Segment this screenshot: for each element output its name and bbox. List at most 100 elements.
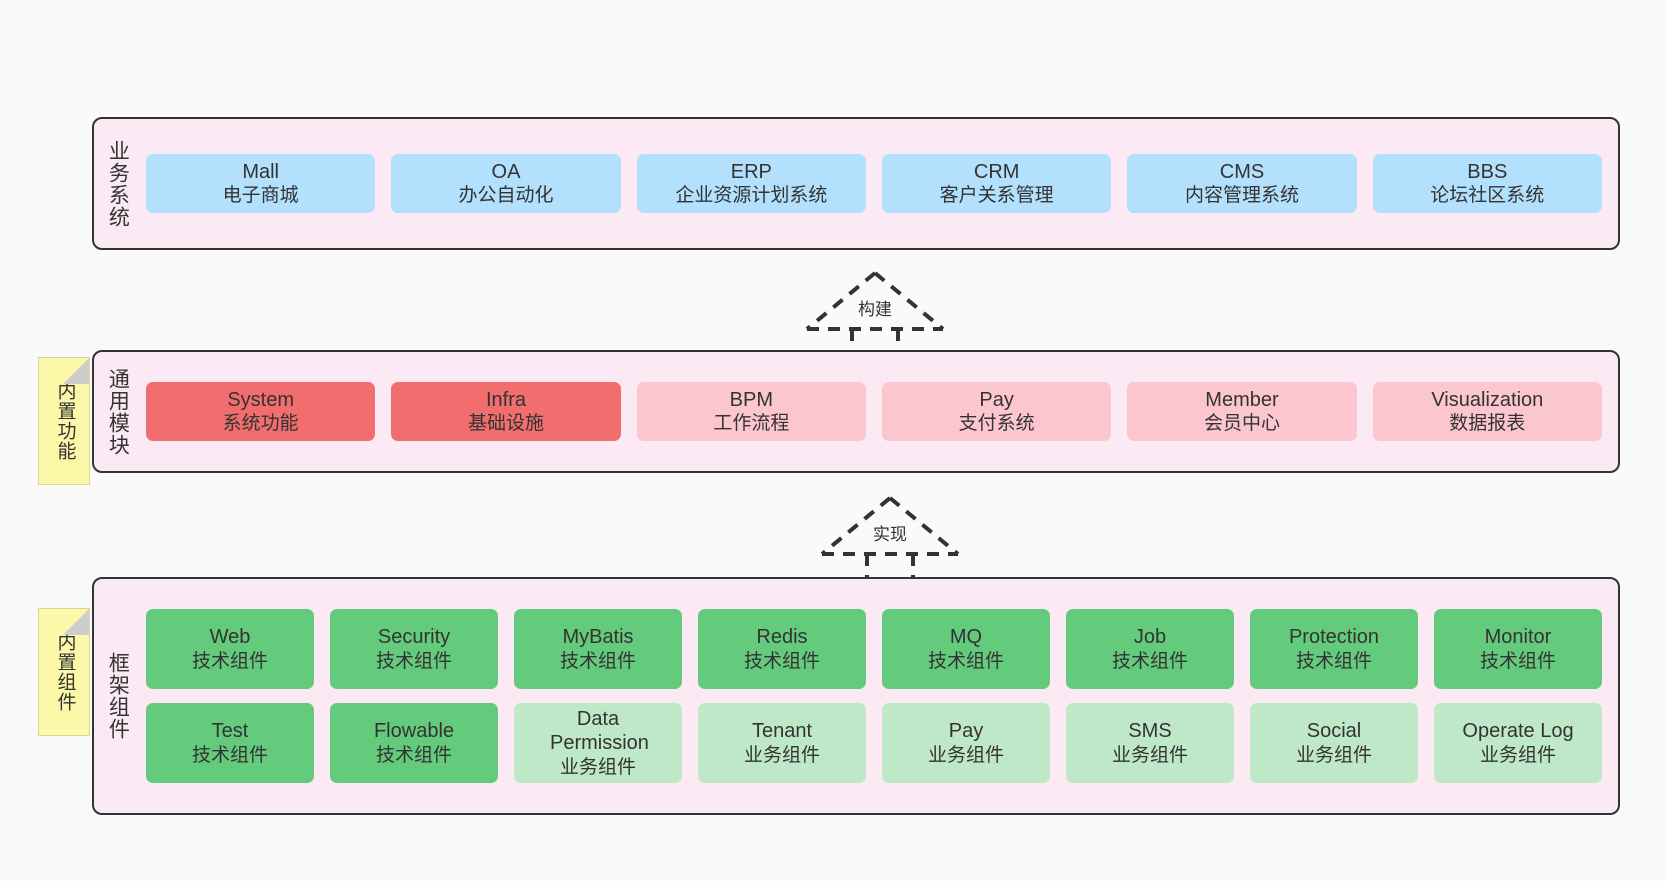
- node-mall[interactable]: Mall 电子商城: [146, 153, 376, 214]
- node-title-en: Visualization: [1431, 388, 1544, 411]
- node-title-en: SMS: [1128, 720, 1172, 743]
- node-system[interactable]: System 系统功能: [146, 381, 376, 442]
- node-title-en: Protection: [1288, 626, 1380, 649]
- node-title-en: Member: [1205, 388, 1279, 411]
- node-data-permission[interactable]: Data Permission 业务组件: [514, 703, 682, 783]
- node-row: Test 技术组件 Flowable 技术组件 Data Permission …: [146, 703, 1602, 783]
- node-pay-component[interactable]: Pay 业务组件: [882, 703, 1050, 783]
- node-title-cn: 技术组件: [1479, 650, 1556, 672]
- node-title-en: CRM: [973, 160, 1020, 183]
- node-title-cn: 工作流程: [713, 413, 790, 435]
- node-title-cn: 技术组件: [375, 650, 452, 672]
- node-job[interactable]: Job 技术组件: [1066, 609, 1234, 689]
- node-title-cn: 技术组件: [1295, 650, 1372, 672]
- arrow-head-triangle: [805, 271, 945, 331]
- node-protection[interactable]: Protection 技术组件: [1250, 609, 1418, 689]
- layer-body-framework-components: Web 技术组件 Security 技术组件 MyBatis 技术组件 Redi…: [140, 579, 1618, 813]
- node-title-cn: 内容管理系统: [1184, 185, 1299, 207]
- node-title-en: MyBatis: [562, 626, 634, 649]
- node-title-cn: 电子商城: [222, 185, 299, 207]
- node-title-cn: 支付系统: [958, 413, 1035, 435]
- node-title-cn: 业务组件: [743, 744, 820, 766]
- node-redis[interactable]: Redis 技术组件: [698, 609, 866, 689]
- node-title-en: Web: [209, 626, 251, 649]
- node-title-en: ERP: [730, 160, 772, 183]
- node-monitor[interactable]: Monitor 技术组件: [1434, 609, 1602, 689]
- node-title-cn: 办公自动化: [458, 185, 554, 207]
- node-title-cn: 技术组件: [191, 744, 268, 766]
- node-title-en: Monitor: [1484, 626, 1552, 649]
- node-row: System 系统功能 Infra 基础设施 BPM 工作流程 Pay 支付系统…: [146, 381, 1602, 442]
- node-test[interactable]: Test 技术组件: [146, 703, 314, 783]
- connector-build: 构建: [800, 267, 950, 355]
- node-title-cn: 技术组件: [927, 650, 1004, 672]
- node-tenant[interactable]: Tenant 业务组件: [698, 703, 866, 783]
- node-title-cn: 业务组件: [927, 744, 1004, 766]
- node-title-en: Infra: [485, 388, 526, 411]
- node-cms[interactable]: CMS 内容管理系统: [1127, 153, 1357, 214]
- node-member[interactable]: Member 会员中心: [1127, 381, 1357, 442]
- node-title-en: Pay: [979, 388, 1014, 411]
- node-title-en: Tenant: [751, 720, 813, 743]
- node-bbs[interactable]: BBS 论坛社区系统: [1372, 153, 1602, 214]
- node-title-en: Redis: [756, 626, 808, 649]
- arrow-head-triangle: [820, 496, 960, 556]
- node-title-cn: 业务组件: [559, 756, 636, 778]
- node-title-cn: 业务组件: [1111, 744, 1188, 766]
- connector-label-implement: 实现: [873, 525, 907, 544]
- connector-label-build: 构建: [858, 300, 892, 319]
- node-sms[interactable]: SMS 业务组件: [1066, 703, 1234, 783]
- arrow-shaft: [865, 554, 915, 580]
- node-title-en: Operate Log: [1462, 720, 1574, 743]
- node-title-en: BPM: [729, 388, 773, 411]
- node-title-cn: 业务组件: [1295, 744, 1372, 766]
- node-flowable[interactable]: Flowable 技术组件: [330, 703, 498, 783]
- node-mybatis[interactable]: MyBatis 技术组件: [514, 609, 682, 689]
- node-infra[interactable]: Infra 基础设施: [391, 381, 621, 442]
- connector-implement: 实现: [815, 492, 965, 580]
- node-title-en: OA: [491, 160, 521, 183]
- node-title-cn: 基础设施: [467, 413, 544, 435]
- node-pay-module[interactable]: Pay 支付系统: [881, 381, 1112, 442]
- node-title-en: Social: [1306, 720, 1362, 743]
- layer-common-modules: 通用模块 System 系统功能 Infra 基础设施 BPM 工作流程 Pay…: [92, 350, 1620, 473]
- node-visualization[interactable]: Visualization 数据报表: [1372, 381, 1602, 442]
- sticky-note-builtin-components: 内置组件: [38, 608, 90, 736]
- node-mq[interactable]: MQ 技术组件: [882, 609, 1050, 689]
- node-title-cn: 会员中心: [1203, 413, 1280, 435]
- node-title-cn: 论坛社区系统: [1430, 185, 1545, 207]
- node-title-cn: 技术组件: [1111, 650, 1188, 672]
- node-title-en: Test: [211, 720, 249, 743]
- node-bpm[interactable]: BPM 工作流程: [636, 381, 866, 442]
- node-operate-log[interactable]: Operate Log 业务组件: [1434, 703, 1602, 783]
- node-title-cn: 技术组件: [743, 650, 820, 672]
- node-title-en: BBS: [1467, 160, 1508, 183]
- layer-title-framework-components: 框架组件: [106, 652, 130, 740]
- node-title-en: Data Permission: [550, 708, 649, 755]
- layer-body-business-systems: Mall 电子商城 OA 办公自动化 ERP 企业资源计划系统 CRM 客户关系…: [140, 119, 1618, 248]
- node-oa[interactable]: OA 办公自动化: [391, 153, 621, 214]
- node-title-en: Security: [377, 626, 451, 649]
- node-title-cn: 企业资源计划系统: [675, 185, 828, 207]
- node-erp[interactable]: ERP 企业资源计划系统: [636, 153, 866, 214]
- node-title-en: Mall: [242, 160, 279, 183]
- node-title-en: Pay: [948, 720, 984, 743]
- node-social[interactable]: Social 业务组件: [1250, 703, 1418, 783]
- layer-title-common-modules: 通用模块: [106, 367, 130, 456]
- node-web[interactable]: Web 技术组件: [146, 609, 314, 689]
- node-security[interactable]: Security 技术组件: [330, 609, 498, 689]
- node-title-en: CMS: [1219, 160, 1265, 183]
- node-title-cn: 客户关系管理: [939, 185, 1054, 207]
- sticky-note-label: 内置组件: [54, 632, 76, 712]
- node-title-cn: 技术组件: [559, 650, 636, 672]
- node-title-en: System: [227, 388, 294, 411]
- node-title-cn: 数据报表: [1449, 413, 1526, 435]
- node-title-en: Flowable: [373, 720, 455, 743]
- node-title-cn: 系统功能: [222, 413, 299, 435]
- node-crm[interactable]: CRM 客户关系管理: [881, 153, 1112, 214]
- node-row: Mall 电子商城 OA 办公自动化 ERP 企业资源计划系统 CRM 客户关系…: [146, 153, 1602, 214]
- node-title-cn: 技术组件: [375, 744, 452, 766]
- node-title-cn: 业务组件: [1479, 744, 1556, 766]
- node-row: Web 技术组件 Security 技术组件 MyBatis 技术组件 Redi…: [146, 609, 1602, 689]
